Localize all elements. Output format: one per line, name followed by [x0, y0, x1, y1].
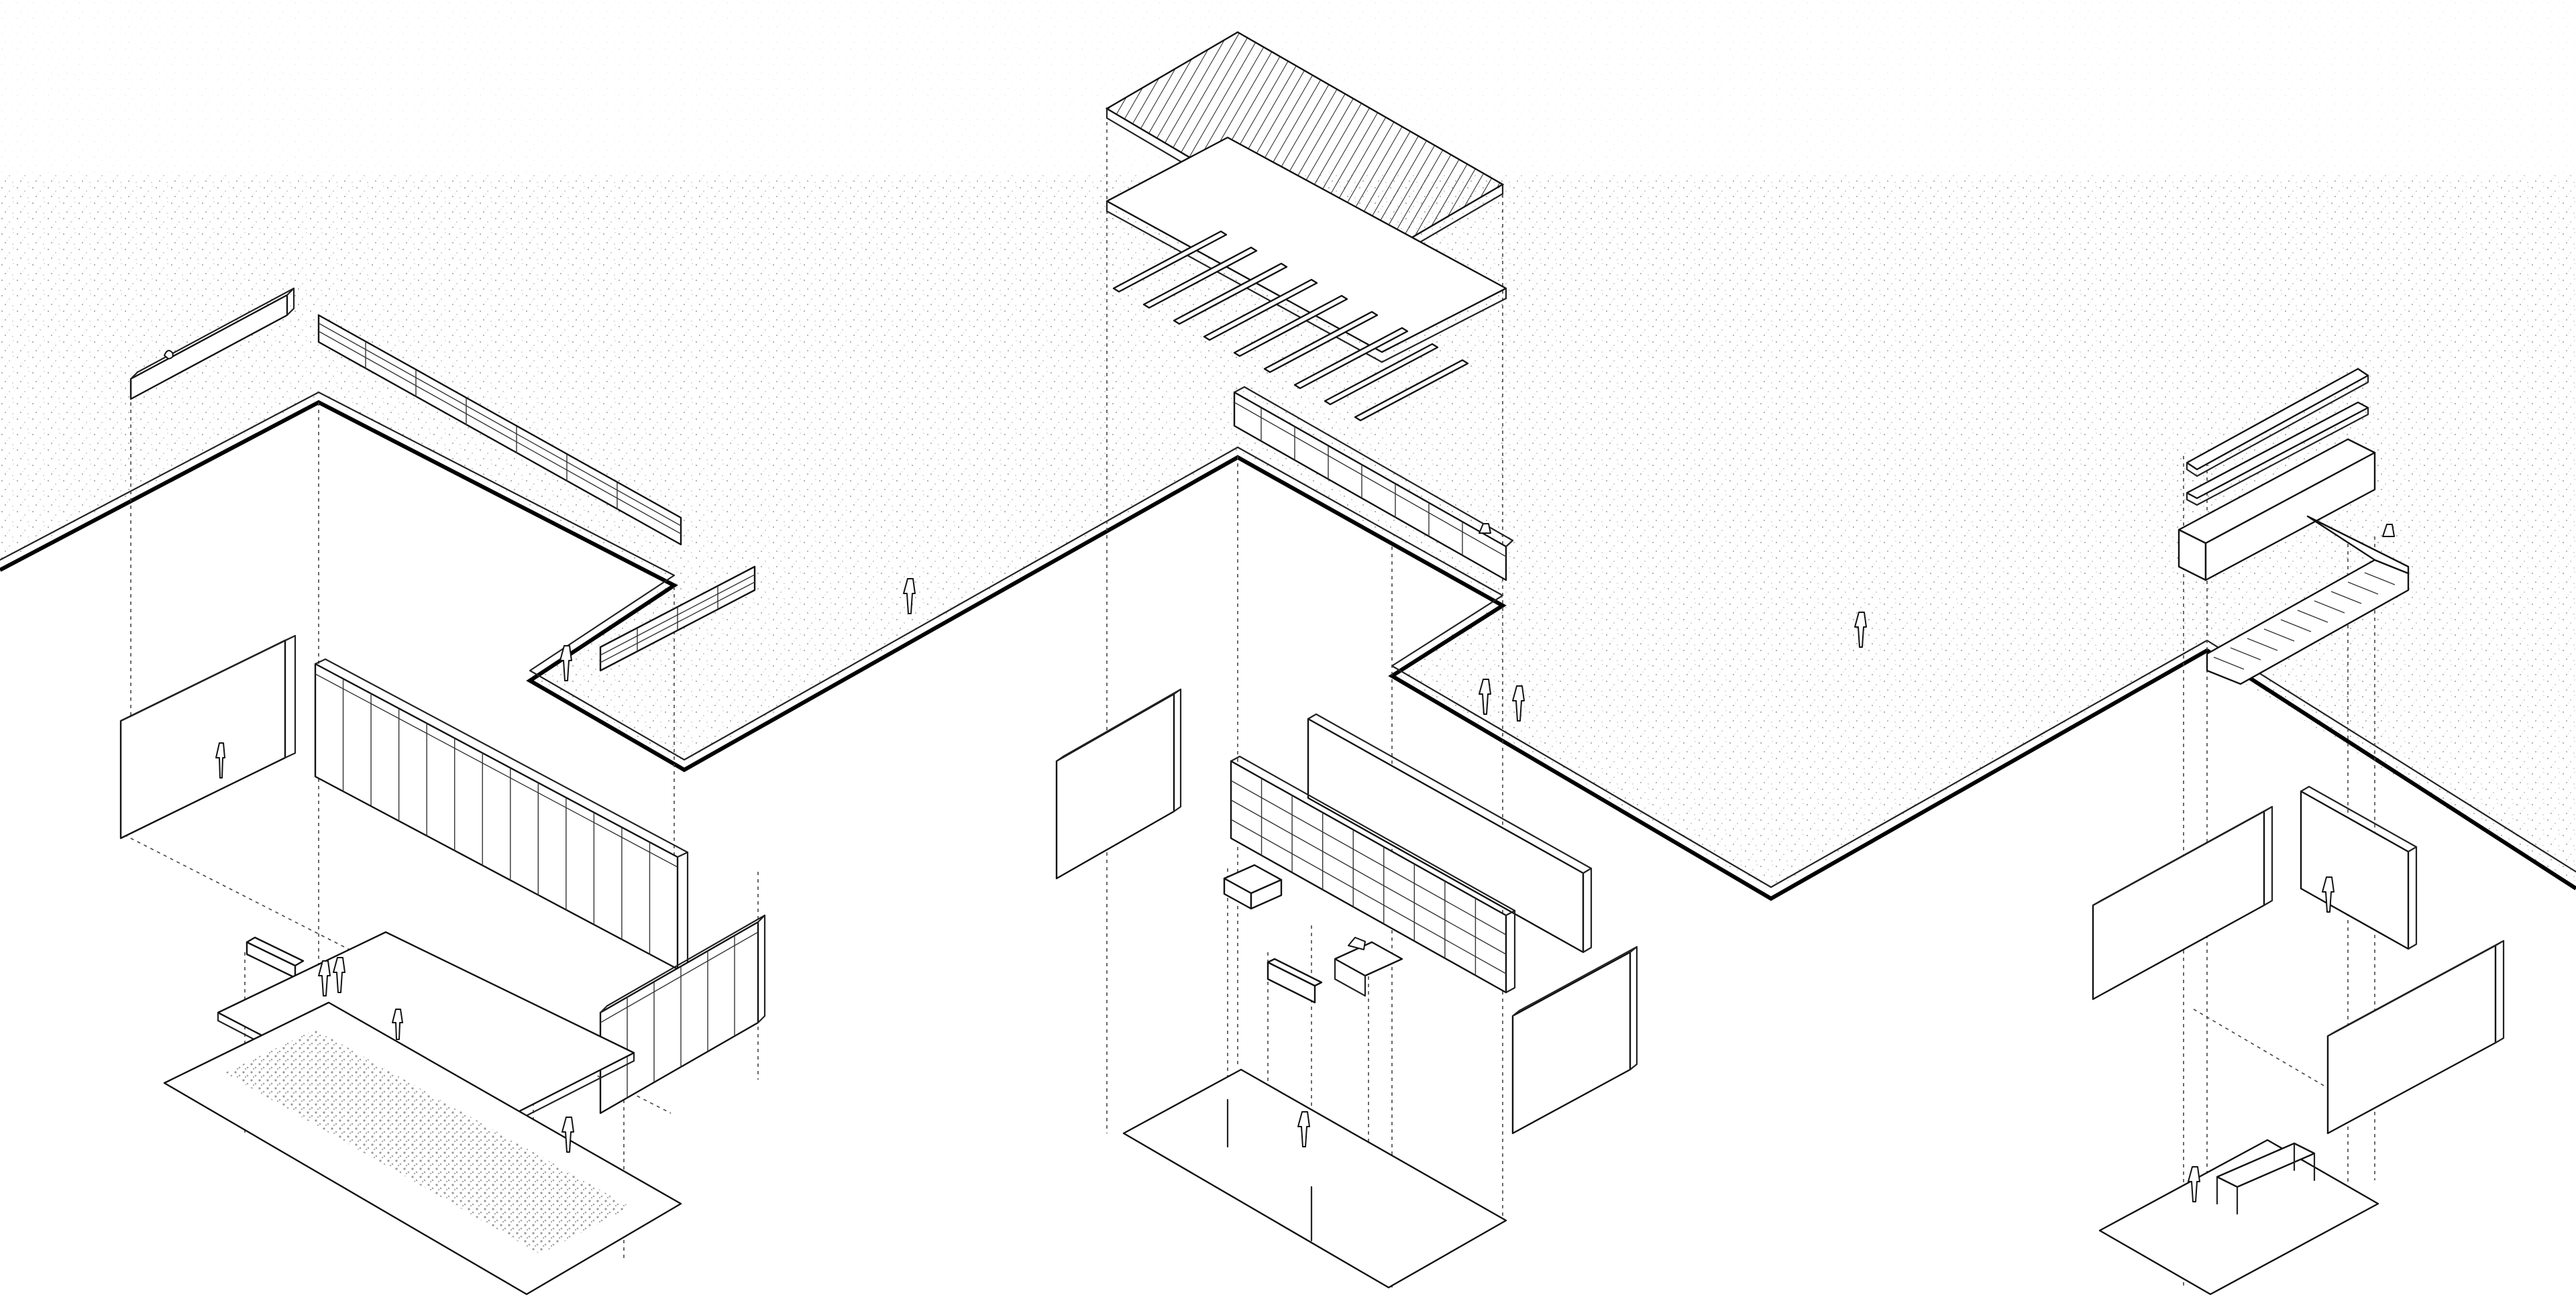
- right-pavilion: [2092, 367, 2505, 1296]
- beams: [1112, 230, 1469, 422]
- end-wall: [119, 634, 297, 840]
- glazed-wall: [314, 658, 689, 970]
- sign-panel: [129, 287, 295, 400]
- desk: [1223, 864, 1403, 1004]
- central-tower: [1055, 31, 1867, 1289]
- return-wall: [599, 914, 766, 1115]
- planter: [2178, 438, 2376, 581]
- central-figure: [1297, 1111, 1310, 1147]
- bench: [2216, 1142, 2316, 1215]
- stair: [2206, 515, 2410, 685]
- wall-back: [2300, 785, 2418, 950]
- fence-lower: [599, 565, 756, 672]
- plaza-figure: [1854, 612, 1867, 648]
- display-panel: [1307, 713, 1593, 954]
- central-floor-base: [1122, 1068, 1507, 1289]
- fence-upper: [317, 314, 682, 546]
- left-figures: [318, 578, 916, 1153]
- wall-left: [2092, 805, 2273, 1001]
- side-wall-left: [1055, 688, 1182, 880]
- bookshelf: [1230, 755, 1516, 994]
- right-floor-base: [2098, 1139, 2379, 1296]
- walkway-figures: [1479, 679, 1525, 722]
- right-figure: [2188, 1166, 2200, 1202]
- left-pavilion: [119, 287, 916, 1296]
- wall-right: [2326, 939, 2505, 1135]
- shelf-rail: [1233, 386, 1514, 581]
- canopy: [2186, 367, 2369, 506]
- side-wall-right: [1511, 946, 1638, 1135]
- roof-slab: [1106, 136, 1507, 363]
- gravel-base: [163, 1001, 682, 1296]
